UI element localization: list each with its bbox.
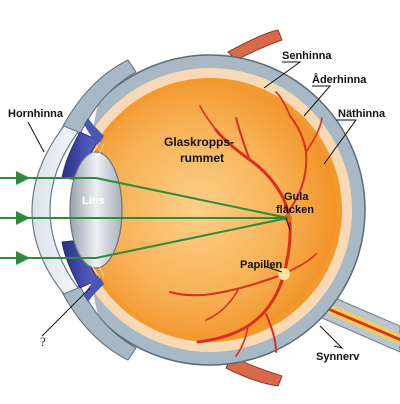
label-gula-line1: Gula — [284, 191, 309, 203]
label-synnerv: Synnerv — [316, 351, 360, 363]
vitreous-body — [83, 83, 337, 337]
retinal-blood-vessels — [169, 91, 323, 357]
label-hornhinna: Hornhinna — [8, 108, 64, 120]
label-pointer-lines — [27, 61, 357, 349]
label-papillen: Papillen — [240, 259, 282, 271]
label-nathinna: Näthinna — [338, 108, 386, 120]
zonular-fibers — [91, 141, 105, 279]
pointer-aderhinna — [303, 85, 332, 117]
label-senhinna: Senhinna — [282, 50, 332, 62]
pointer-senhinna — [263, 61, 302, 89]
pointer-hornhinna — [27, 121, 45, 153]
pointer-nathinna — [323, 119, 357, 165]
label-gula-line2: fläcken — [276, 204, 314, 216]
label-glaskroppsrummet-line1: Glaskropps- — [164, 135, 234, 149]
ciliary-body-upper — [84, 118, 104, 146]
optic-disc — [278, 268, 290, 280]
label-glaskroppsrummet-line2: rummet — [180, 151, 224, 165]
light-rays — [0, 171, 289, 265]
optic-nerve — [321, 295, 400, 353]
pointer-gula — [285, 217, 291, 231]
label-aderhinna: Åderhinna — [312, 73, 367, 86]
pointer-question — [41, 287, 91, 337]
lower-eye-muscle — [225, 355, 283, 387]
pointer-papillen — [263, 265, 283, 273]
lens — [69, 151, 123, 269]
label-question: ? — [40, 334, 46, 349]
sclera-front-lower — [61, 285, 137, 361]
ciliary-body-lower — [84, 274, 104, 302]
sclera-front-upper — [61, 59, 137, 135]
label-lins: Lins — [82, 195, 105, 207]
pointer-synnerv — [319, 325, 344, 349]
cornea — [31, 125, 79, 295]
upper-eye-muscle — [227, 29, 283, 61]
